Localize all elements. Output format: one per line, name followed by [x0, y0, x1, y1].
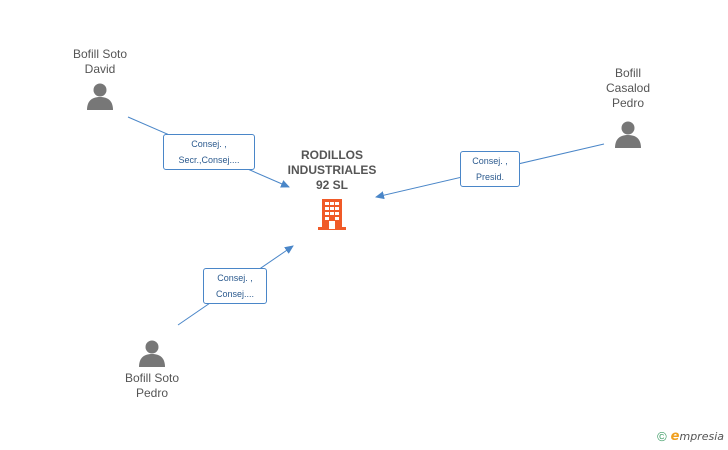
- relation-label-p2[interactable]: Consej. , Presid.: [460, 151, 520, 187]
- person-icon: [139, 340, 165, 367]
- footer-brand: © empresia: [657, 429, 724, 444]
- relation-label-p1[interactable]: Consej. , Secr.,Consej....: [163, 134, 255, 170]
- person-icon: [87, 83, 113, 110]
- brand-logo[interactable]: empresia: [670, 429, 724, 444]
- relation-role-line: Presid.: [475, 172, 504, 182]
- relation-label-p3[interactable]: Consej. , Consej....: [203, 268, 267, 304]
- person-node-p1[interactable]: Bofill Soto David: [52, 47, 148, 111]
- person-icon: [615, 121, 641, 148]
- person-node-p2[interactable]: Bofill Casalod Pedro: [582, 66, 674, 149]
- copyright-icon: ©: [657, 429, 667, 444]
- relation-role-line: Consej. ,: [217, 273, 253, 283]
- relation-role-line: Consej....: [215, 289, 255, 299]
- person-name: Bofill Casalod Pedro: [605, 66, 651, 110]
- person-name: Bofill Soto David: [72, 47, 128, 76]
- company-node[interactable]: RODILLOS INDUSTRIALES 92 SL: [276, 148, 388, 231]
- person-name: Bofill Soto Pedro: [124, 371, 180, 400]
- relation-role-line: Consej. ,: [191, 139, 227, 149]
- person-node-p3[interactable]: Bofill Soto Pedro: [104, 338, 200, 401]
- company-name: RODILLOS INDUSTRIALES 92 SL: [287, 148, 377, 192]
- relation-role-line: Consej. ,: [472, 156, 508, 166]
- building-icon: [318, 199, 346, 230]
- relation-role-line: Secr.,Consej....: [178, 155, 240, 165]
